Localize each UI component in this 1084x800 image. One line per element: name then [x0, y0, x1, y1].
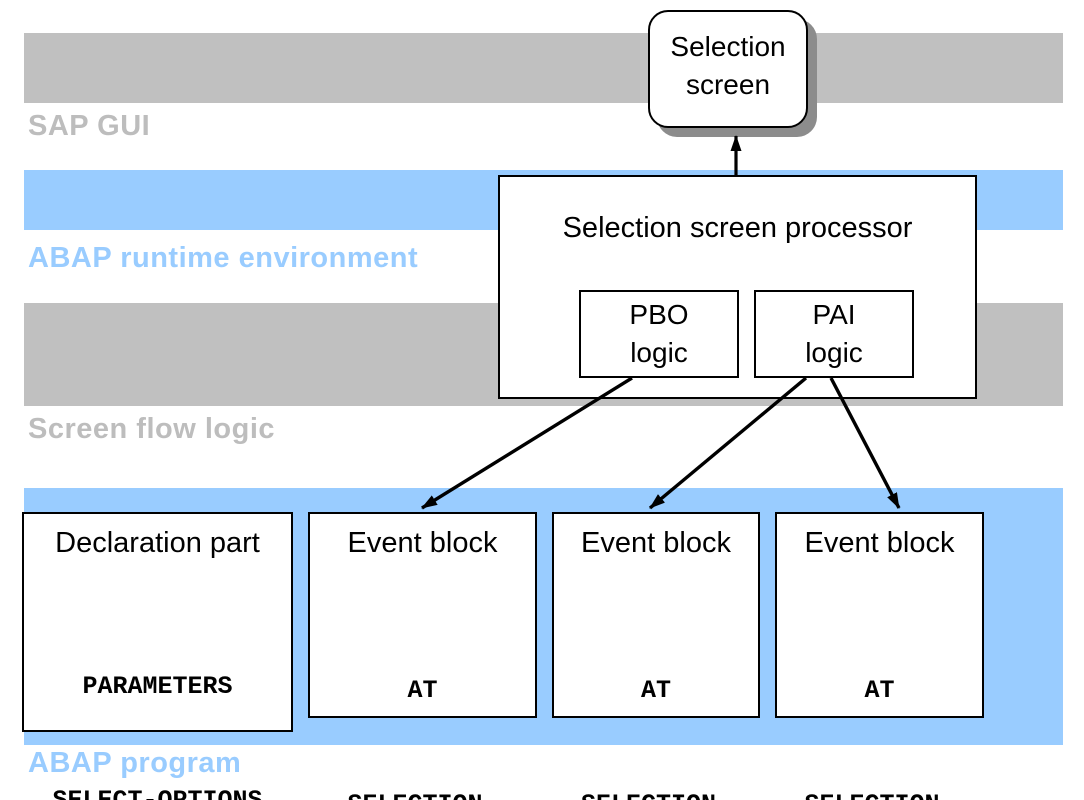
label-screen-flow-logic: Screen flow logic: [28, 413, 275, 445]
code-line: SELECT-OPTIONS: [24, 782, 291, 800]
event-block-on-field-box: Event block AT SELECTION- SCREEN ON <fie…: [775, 512, 984, 800]
pbo-line2: logic: [630, 337, 688, 368]
code-line: PARAMETERS: [82, 672, 233, 701]
event-block-title: Event block: [581, 527, 731, 559]
pbo-logic-box: PBO logic: [579, 290, 739, 378]
band-sap-gui: [24, 33, 1063, 103]
declaration-part-box: Declaration part PARAMETERS SELECT-OPTIO…: [22, 512, 293, 800]
code-line: AT: [407, 676, 438, 705]
code-line: SELECTION-: [554, 786, 758, 800]
selection-screen-line1: Selection: [670, 31, 786, 62]
label-sap-gui: SAP GUI: [28, 110, 151, 142]
label-abap-program: ABAP program: [28, 747, 242, 779]
pai-line1: PAI: [812, 299, 856, 330]
pai-line2: logic: [805, 337, 863, 368]
code-line: SELECTION-: [310, 786, 535, 800]
declaration-code: PARAMETERS SELECT-OPTIONS SELECTION-SCRE…: [24, 592, 291, 800]
selection-screen-processor-box: Selection screen processor PBO logic PAI…: [498, 175, 977, 399]
event-block-title: Event block: [804, 527, 955, 559]
pbo-line1: PBO: [629, 299, 689, 330]
event-block-title: Event block: [347, 527, 498, 559]
declaration-title: Declaration part: [55, 527, 260, 559]
event-block-code: AT SELECTION- SCREEN ON <field>: [777, 596, 982, 800]
processor-title: Selection screen processor: [562, 212, 913, 244]
event-block-selection-screen-box: Event block AT SELECTION- SCREEN: [552, 512, 760, 800]
label-abap-runtime: ABAP runtime environment: [28, 242, 419, 274]
code-line: AT: [864, 676, 895, 705]
event-block-code: AT SELECTION- SCREEN OUTPUT: [310, 596, 535, 800]
pai-logic-box: PAI logic: [754, 290, 914, 378]
code-line: AT: [640, 676, 671, 705]
code-line: SELECTION-: [777, 786, 982, 800]
event-block-code: AT SELECTION- SCREEN: [554, 596, 758, 800]
selection-screen-box: Selection screen: [648, 10, 808, 128]
selection-screen-line2: screen: [685, 69, 771, 100]
event-block-output-box: Event block AT SELECTION- SCREEN OUTPUT: [308, 512, 537, 800]
